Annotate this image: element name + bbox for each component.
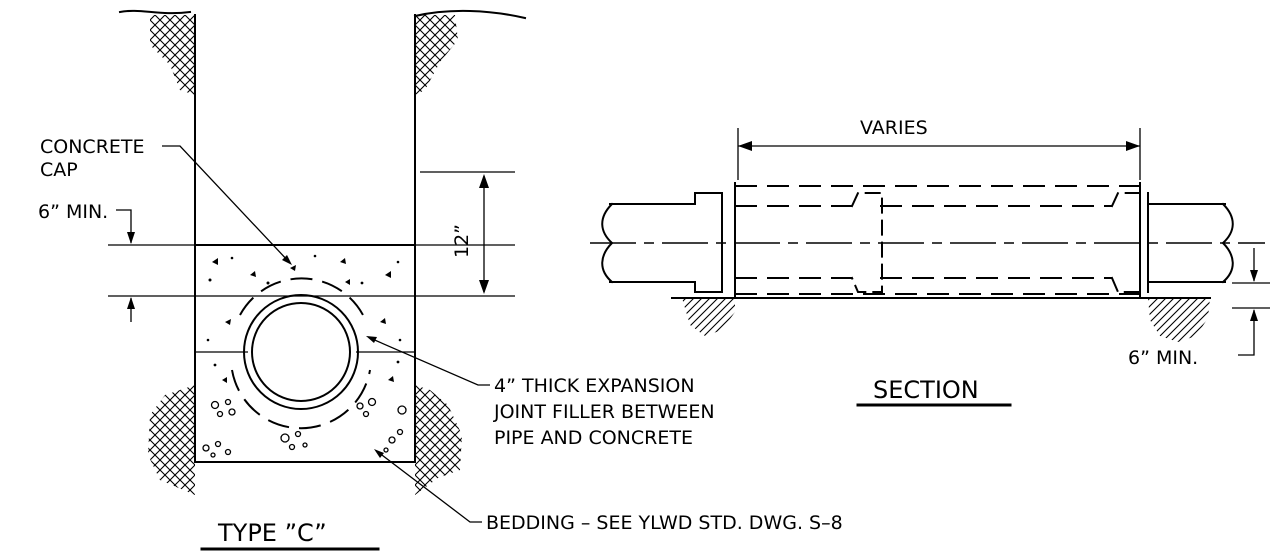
concrete-cap-leader <box>162 145 291 264</box>
expansion-joint-dashed-bottom <box>231 369 371 430</box>
expansion-joint-label-line-3: PIPE AND CONCRETE <box>494 427 693 449</box>
six-min-right-label: 6” MIN. <box>1128 347 1198 369</box>
casing-dashed-walls <box>735 185 1140 295</box>
soil-hatch-lower-left <box>148 385 195 495</box>
six-min-left-leader <box>116 209 132 220</box>
concrete-stipple <box>206 254 402 383</box>
soil-hatch-upper-left <box>150 15 195 95</box>
expansion-joint-dashed-top <box>239 277 364 316</box>
bedding-label: BEDDING – SEE YLWD STD. DWG. S–8 <box>486 512 843 534</box>
type-c-title: TYPE ”C” <box>217 519 327 547</box>
section-detail <box>590 128 1270 407</box>
expansion-joint-leader-arrow <box>366 336 377 343</box>
six-min-left-label: 6” MIN. <box>38 201 108 223</box>
section-title: SECTION <box>873 376 979 404</box>
concrete-cap-leader-arrow <box>282 255 292 265</box>
pipe-outer-wall <box>243 294 359 410</box>
section-soil-hatch-left <box>682 298 735 336</box>
concrete-cap-label-line-1: CONCRETE <box>40 136 145 158</box>
pipe-right <box>1147 203 1226 283</box>
expansion-joint-label-line-1: 4” THICK EXPANSION <box>494 375 695 397</box>
soil-hatch-lower-right <box>415 385 462 495</box>
bedding-gravel <box>202 397 407 458</box>
bedding-leader <box>377 451 482 523</box>
pipe-inner-wall <box>251 302 351 402</box>
six-min-right-extension-lines <box>1232 282 1270 309</box>
varies-extension-lines <box>737 128 1141 180</box>
section-soil-hatch-right <box>1148 298 1210 342</box>
six-min-left-dim-arrows <box>127 232 135 309</box>
ground-line-left <box>118 9 192 15</box>
bedding-leader-arrow <box>374 449 384 458</box>
inner-pipe-spigot-hidden <box>1110 192 1141 293</box>
trench-detail <box>108 9 527 551</box>
six-min-right-dimension-lines <box>1238 248 1255 356</box>
expansion-joint-label-line-2: JOINT FILLER BETWEEN <box>493 401 715 423</box>
twelve-dimension-arrows <box>479 174 489 294</box>
six-min-right-arrows <box>1250 270 1258 321</box>
varies-label: VARIES <box>860 117 928 139</box>
expansion-joint-leader <box>369 337 490 386</box>
ground-line-right <box>413 9 527 20</box>
soil-hatch-upper-right <box>415 15 458 95</box>
concrete-cap-label-line-2: CAP <box>40 159 78 181</box>
twelve-inch-label: 12” <box>451 224 473 258</box>
